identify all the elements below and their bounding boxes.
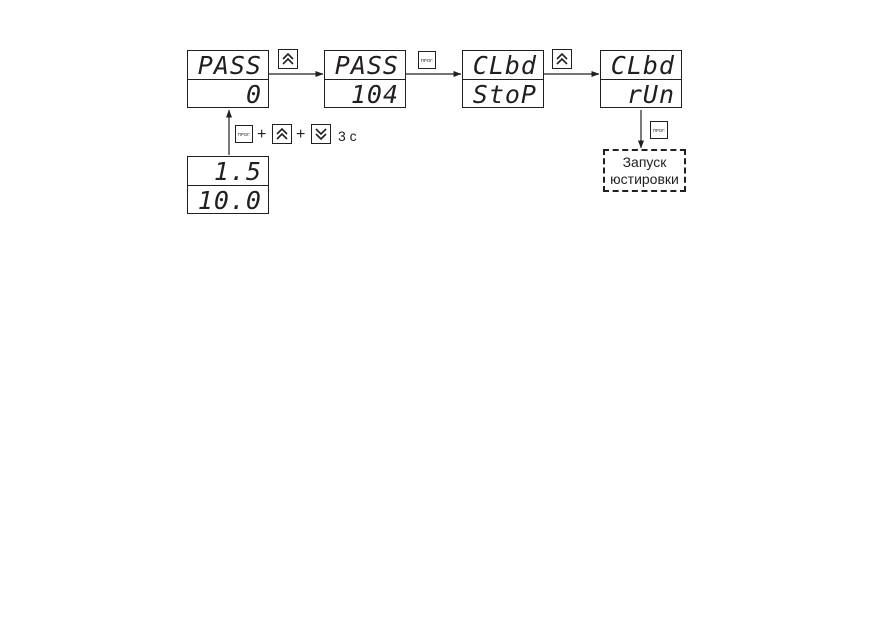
double-chevron-up-icon [556,52,568,65]
double-chevron-up-icon [282,52,294,65]
display-top-text: PASS [325,51,405,80]
up-key-2 [552,49,572,69]
plus-sign: + [296,126,306,143]
up-key-combo [272,124,292,144]
display-pass-code: PASS 104 [324,50,406,108]
double-chevron-up-icon [276,127,288,140]
prog-key-label: ПРОГ. [652,127,666,133]
down-key-combo [311,124,331,144]
calibration-start-box: Запуск юстировки [603,149,686,192]
display-clbd-stop: CLbd StoP [462,50,544,108]
hold-duration: 3 с [338,128,357,144]
display-pass-entry: PASS 0 [187,50,269,108]
display-source: 1.5 10.0 [187,156,269,214]
prog-key-1: ПРОГ. [418,51,436,69]
display-top-text: CLbd [463,51,543,80]
double-chevron-down-icon [315,128,327,141]
prog-key-label: ПРОГ. [237,131,251,137]
prog-key-2: ПРОГ. [235,125,253,143]
prog-key-3: ПРОГ. [650,121,668,139]
display-bottom-text: 10.0 [197,186,262,215]
result-line-2: юстировки [610,170,679,187]
prog-key-label: ПРОГ. [420,57,434,63]
display-bottom-text: 104 [350,80,399,109]
display-top-text: CLbd [601,51,681,80]
up-key-1 [278,49,298,69]
plus-sign: + [257,126,267,143]
display-bottom-text: StoP [472,80,537,109]
display-clbd-run: CLbd rUn [600,50,682,108]
result-line-1: Запуск [622,153,667,170]
display-top-text: 1.5 [188,157,268,186]
display-top-text: PASS [188,51,268,80]
display-bottom-text: rUn [626,80,675,109]
display-bottom-text: 0 [245,80,262,109]
